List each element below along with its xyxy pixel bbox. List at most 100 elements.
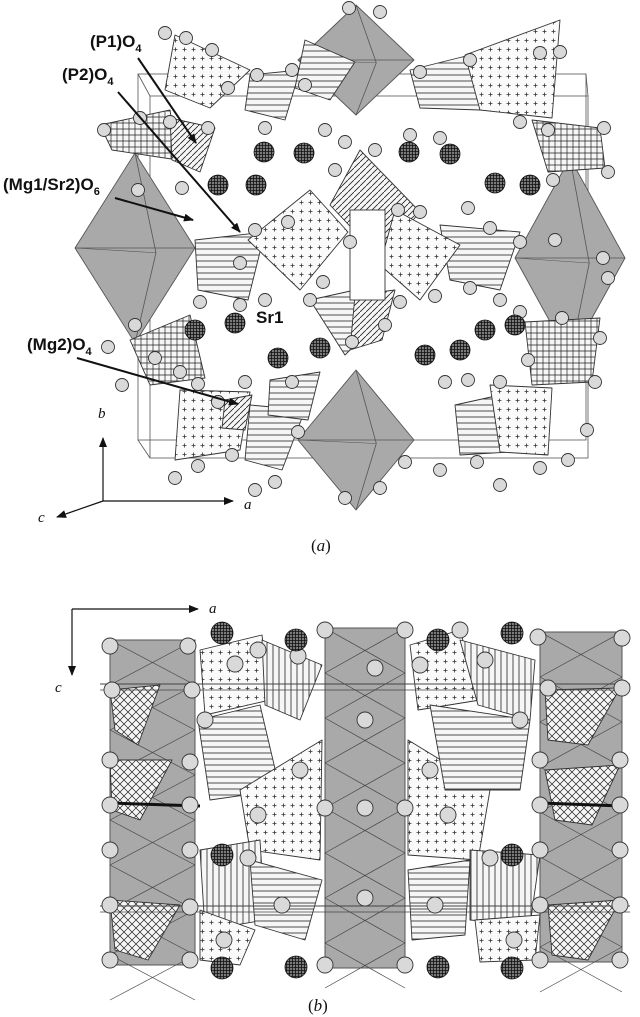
label-p2o4: (P2)O4 [62, 65, 114, 88]
oxygen-atom-b [183, 681, 201, 699]
oxygen-atom-a [533, 46, 547, 60]
oxygen-atom-b [249, 806, 267, 824]
oxygen-atom-a [298, 78, 312, 92]
oxygen-atom-b [529, 628, 547, 646]
oxygen-atom-b [226, 655, 244, 673]
oxygen-atom-b [101, 796, 119, 814]
caption-a: (a) [311, 536, 331, 555]
octahedra-column-center [324, 627, 406, 989]
oxygen-atom-a [546, 173, 560, 187]
panel-b-structure: a c (b) [55, 601, 631, 1015]
oxygen-atom-a [483, 221, 497, 235]
oxygen-atom-b [181, 796, 199, 814]
oxygen-atom-a [438, 375, 452, 389]
oxygen-atom-a [101, 340, 115, 354]
octahedron-edge [324, 672, 406, 719]
octahedron-edge [109, 954, 196, 1001]
sr-atom-a [484, 172, 506, 194]
oxygen-atom-b [249, 641, 267, 659]
octahedron-bottom [297, 369, 415, 511]
oxygen-atom-a [513, 115, 527, 129]
oxygen-atom-b [181, 753, 199, 771]
oxygen-atom-b [611, 896, 629, 914]
oxygen-atom-a [303, 293, 317, 307]
sr-atom-a [207, 174, 229, 196]
oxygen-atom-a [593, 331, 607, 345]
oxygen-atom-b [181, 841, 199, 859]
sr-atom-b [500, 621, 524, 645]
oxygen-atom-b [101, 637, 119, 655]
sr-atom-b [284, 955, 308, 979]
oxygen-atom-b [316, 956, 334, 974]
oxygen-atom-b [531, 896, 549, 914]
oxygen-atom-a [191, 377, 205, 391]
tetrahedron-a-3 [464, 19, 561, 119]
sr-atom-a [253, 141, 275, 163]
oxygen-atom-b [411, 656, 429, 674]
oxygen-atom-a [378, 318, 392, 332]
octahedron-edge [324, 762, 406, 809]
octahedron-edge [539, 811, 623, 858]
oxygen-atom-b [179, 637, 197, 655]
oxygen-atom-a [250, 68, 264, 82]
sr-atom-a [398, 141, 420, 163]
oxygen-atom-b [531, 751, 549, 769]
oxygen-atom-b [505, 931, 523, 949]
pointer-mg1sr2o6-arrow [114, 197, 194, 222]
oxygen-atom-a [285, 375, 299, 389]
oxygen-atom-a [403, 128, 417, 142]
tetrahedron-b-12 [109, 899, 181, 961]
axis-label-a: a [244, 497, 252, 513]
tetrahedron-a-1 [244, 69, 301, 121]
oxygen-atoms-b [101, 621, 631, 974]
oxygen-atom-b [215, 931, 233, 949]
oxygen-atom-b [396, 956, 414, 974]
oxygen-atom-a [596, 251, 610, 265]
oxygen-atom-a [433, 463, 447, 477]
oxygen-atom-b [181, 951, 199, 969]
axis-c-arrow [56, 500, 104, 518]
oxygen-atom-b [396, 621, 414, 639]
tetrahedron-b-3 [459, 639, 536, 721]
oxygen-atom-b [476, 651, 494, 669]
oxygen-atom-b [273, 896, 291, 914]
oxygen-atom-a [258, 121, 272, 135]
sr-atom-b [426, 955, 450, 979]
oxygen-atom-b [291, 761, 309, 779]
strontium-atoms [184, 141, 541, 369]
oxygen-atom-b [611, 796, 629, 814]
oxygen-atom-a [221, 81, 235, 95]
axes-indicator-b [68, 605, 199, 676]
sr-atom-b [500, 843, 524, 867]
oxygen-atom-b [396, 799, 414, 817]
axis-label-c: c [38, 510, 45, 526]
oxygen-atom-a [548, 233, 562, 247]
oxygen-atom-a [493, 478, 507, 492]
oxygen-atom-b [316, 799, 334, 817]
oxygen-atom-b [611, 841, 629, 859]
oxygen-atom-a [463, 281, 477, 295]
oxygen-atom-b [101, 751, 119, 769]
oxygen-atom-a [148, 351, 162, 365]
oxygen-atom-a [555, 311, 569, 325]
sr-atom-b [210, 621, 234, 645]
caption-b: (b) [308, 996, 328, 1015]
sr-atom-a [504, 314, 526, 336]
oxygen-atom-b [481, 849, 499, 867]
oxygen-atom-a [345, 335, 359, 349]
tetrahedron-b-8 [109, 684, 161, 746]
label-p1o4: (P1)O4 [90, 32, 142, 55]
axes-indicator-a [56, 437, 234, 518]
pointer-mg2o4-arrow [76, 357, 239, 406]
oxygen-atom-b [366, 659, 384, 677]
oxygen-atom-a [342, 1, 356, 15]
sr-atom-b [500, 956, 524, 980]
oxygen-atom-b [439, 806, 457, 824]
oxygen-atom-a [285, 63, 299, 77]
tetrahedron-a-11 [379, 209, 461, 301]
oxygen-atom-a [201, 121, 215, 135]
oxygen-atom-b [421, 761, 439, 779]
oxygen-atom-a [163, 115, 177, 129]
oxygen-atom-b [316, 621, 334, 639]
oxygen-atom-a [131, 183, 145, 197]
